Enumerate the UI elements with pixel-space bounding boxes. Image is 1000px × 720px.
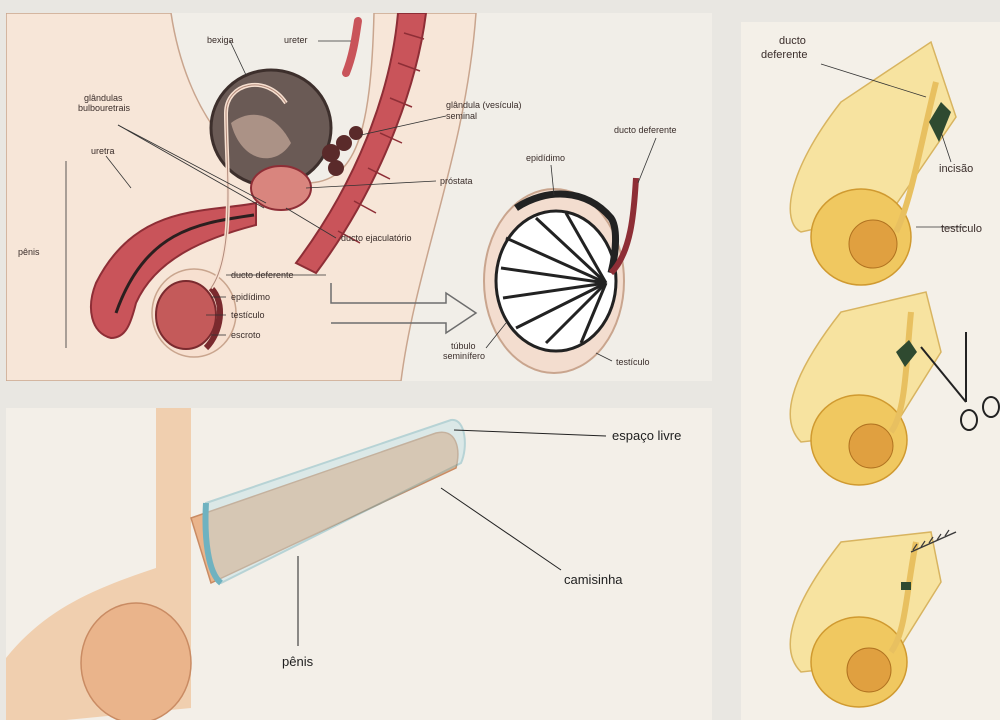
label-prostate: próstata [440,176,473,186]
label-vas-deferens-2: deferente [761,49,807,61]
label-testis: testículo [941,223,982,235]
label-condom: camisinha [564,572,623,587]
vasectomy-step-3 [790,530,956,707]
label-incision: incisão [939,163,973,175]
label-ejaculatory-duct: ducto ejaculatório [341,233,412,243]
label-penis: pênis [282,654,314,669]
label-bulbourethral-2: bulbouretrais [78,103,131,113]
label-bulbourethral-1: glândulas [84,93,123,103]
label-seminal-vesicle-2: seminal [446,111,477,121]
condom-diagram: espaço livre camisinha pênis [6,408,712,720]
label-detail-testis: testículo [616,357,650,367]
vasectomy-diagram: ducto deferente incisão testículo [741,22,1000,720]
vasectomy-panel: ducto deferente incisão testículo [741,22,1000,720]
label-vas-deferens: ducto deferente [231,270,294,280]
prostate [251,166,311,210]
vasectomy-step-1 [790,42,956,285]
vasectomy-step-2 [790,292,999,485]
male-reproductive-anatomy-diagram: bexiga ureter glândulas bulbouretrais gl… [6,13,712,381]
anatomy-panel: bexiga ureter glândulas bulbouretrais gl… [6,13,712,381]
label-detail-epididymis: epidídimo [526,153,565,163]
label-seminal-vesicle-1: glândula (vesícula) [446,100,522,110]
label-tubule-1: túbulo [451,341,476,351]
ureter [346,21,358,73]
label-penis: pênis [18,247,40,257]
label-bladder: bexiga [207,35,234,45]
condom [206,420,465,583]
label-scrotum: escroto [231,330,261,340]
label-free-space: espaço livre [612,428,681,443]
label-urethra: uretra [91,146,115,156]
label-vas-deferens-1: ducto [779,35,806,47]
label-testis: testículo [231,310,265,320]
condom-panel: espaço livre camisinha pênis [6,408,712,720]
label-detail-vas-deferens: ducto deferente [614,125,677,135]
label-epididymis: epidídimo [231,292,270,302]
label-ureter: ureter [284,35,308,45]
scrotum [81,603,191,720]
label-tubule-2: seminífero [443,351,485,361]
